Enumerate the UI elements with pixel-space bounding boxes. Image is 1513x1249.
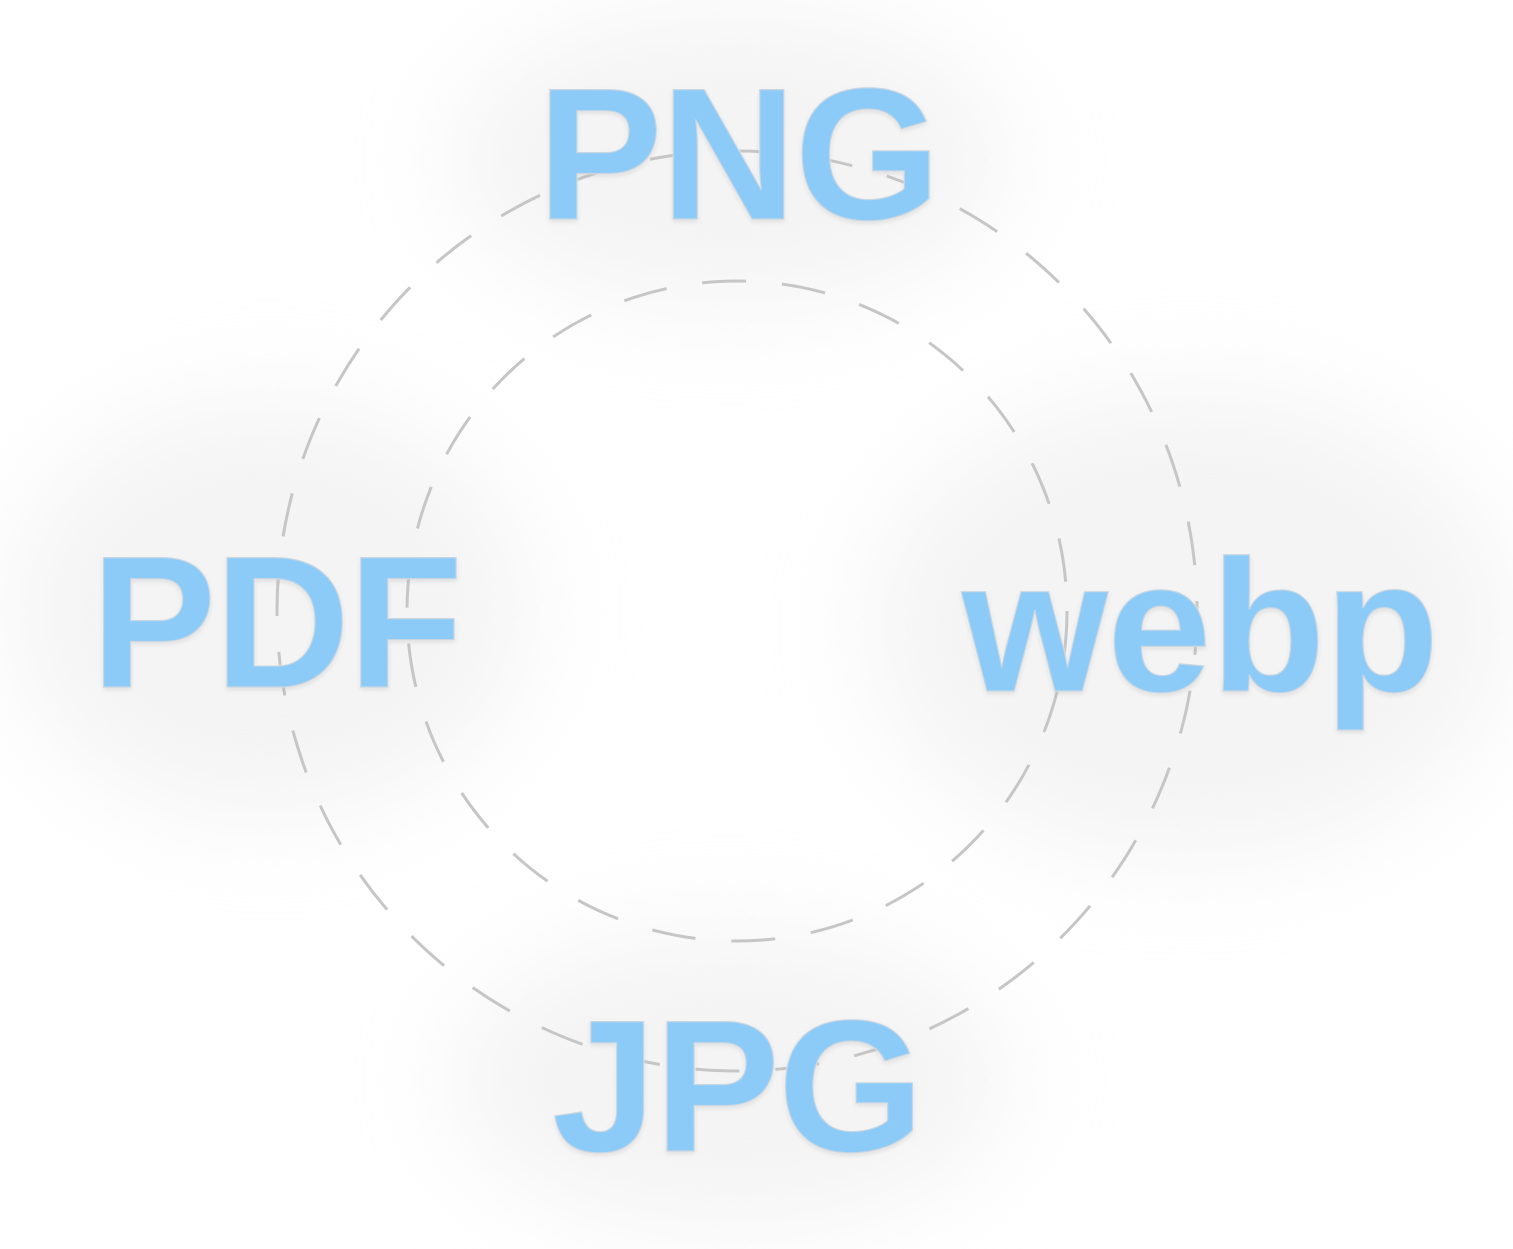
glow-top	[450, 10, 1010, 310]
format-label-pdf: PDF	[90, 517, 463, 727]
format-label-webp: webp	[961, 521, 1440, 731]
glow-left	[10, 400, 530, 820]
format-label-png: PNG	[537, 49, 942, 259]
format-label-jpg: JPG	[551, 981, 924, 1191]
glow-right	[870, 390, 1510, 860]
inner-dashed-ring	[405, 279, 1069, 943]
glow-bottom	[450, 930, 1010, 1230]
outer-dashed-ring	[275, 149, 1199, 1073]
